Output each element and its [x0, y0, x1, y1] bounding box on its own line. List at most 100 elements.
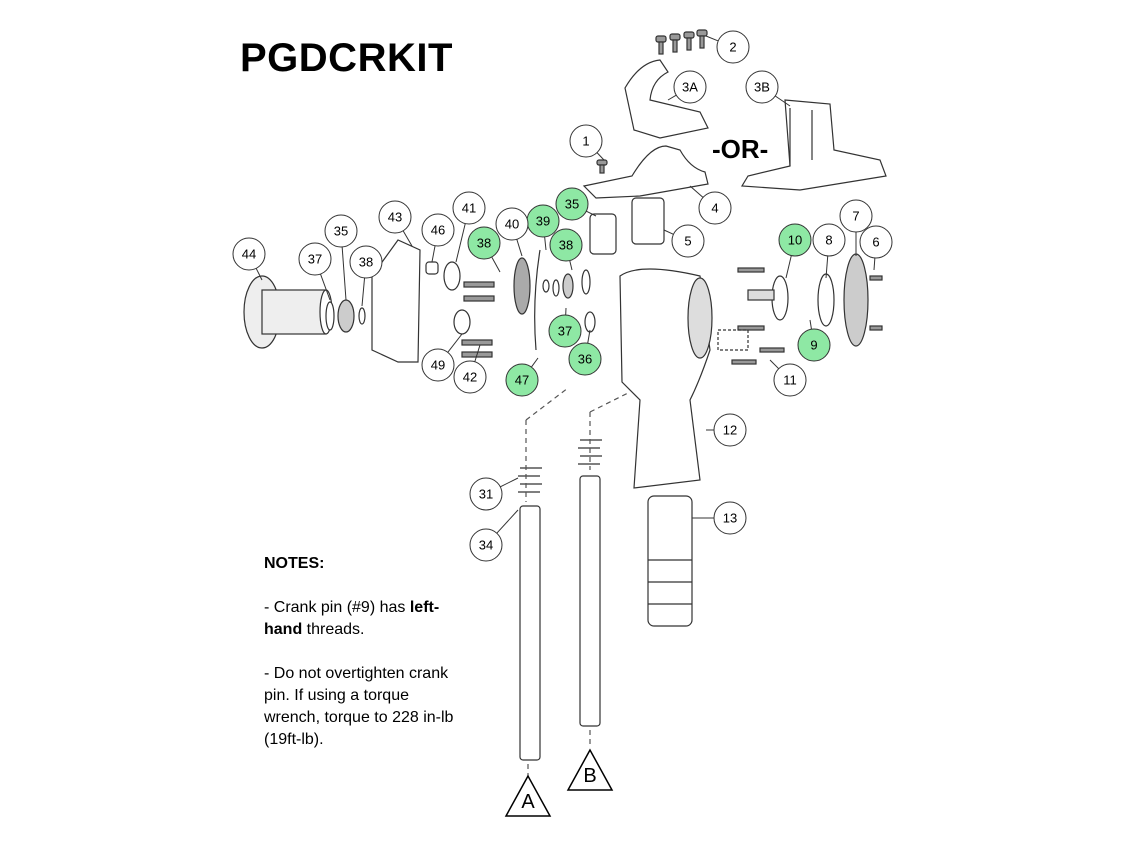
- callout-37-15: 37: [298, 242, 332, 301]
- callout-label: 8: [825, 233, 832, 248]
- callout-circle: [812, 223, 846, 257]
- callout-label: 5: [684, 234, 691, 249]
- callout-leader: [587, 329, 591, 344]
- callout-circle: [232, 237, 266, 271]
- gear-40: [513, 257, 531, 315]
- callout-39-7: 39: [526, 204, 560, 251]
- callout-label: 31: [479, 487, 493, 502]
- callout-47-22: 47: [505, 357, 539, 397]
- note1-prefix: - Crank pin (#9) has: [264, 599, 406, 616]
- callout-circle: [505, 363, 539, 397]
- callout-leader: [667, 94, 677, 101]
- callout-label: 38: [559, 238, 573, 253]
- callout-label: 39: [536, 214, 550, 229]
- callout-8-24: 8: [812, 223, 846, 279]
- wire-47: [534, 249, 541, 351]
- spring-b: [578, 439, 602, 465]
- callout-leader: [500, 477, 519, 488]
- callout-circle: [797, 328, 831, 362]
- callout-circle: [421, 213, 455, 247]
- callout-leader: [785, 255, 792, 279]
- callout-36-21: 36: [568, 329, 602, 376]
- callout-label: 38: [477, 236, 491, 251]
- callout-circle: [467, 226, 501, 260]
- callout-40-8: 40: [495, 207, 529, 257]
- callout-label: 3A: [682, 80, 698, 95]
- callout-label: 38: [359, 255, 373, 270]
- callout-label: 3B: [754, 80, 770, 95]
- callout-34-32: 34: [469, 509, 519, 562]
- callout-leader: [474, 344, 481, 362]
- tube-34: [519, 505, 541, 761]
- callout-label: 13: [723, 511, 737, 526]
- note-torque: - Do not overtighten crank pin. If using…: [264, 665, 454, 748]
- callout-leader: [516, 239, 523, 257]
- callout-46-12: 46: [421, 213, 455, 263]
- marker-label: A: [521, 791, 535, 813]
- callout-leader: [402, 230, 413, 247]
- note1-bold: left-hand: [264, 599, 440, 638]
- callout-circle: [778, 223, 812, 257]
- callout-label: 49: [431, 358, 445, 373]
- callout-38-11: 38: [549, 228, 583, 271]
- callout-leader: [531, 357, 539, 368]
- diagram-title: PGDCRKIT: [240, 36, 453, 80]
- callout-label: 44: [242, 247, 256, 262]
- marker-layer: AB: [504, 748, 614, 817]
- spring-31: [518, 467, 542, 493]
- callout-label: 43: [388, 210, 402, 225]
- callout-circle: [495, 207, 529, 241]
- callout-circle: [859, 225, 893, 259]
- marker-a: A: [504, 774, 552, 817]
- callout-leader: [596, 152, 605, 161]
- callout-label: 4: [711, 201, 718, 216]
- notes-heading: NOTES:: [264, 555, 325, 572]
- callout-leader: [341, 246, 347, 301]
- callout-circle: [378, 200, 412, 234]
- screws-2: [655, 29, 708, 55]
- callout-leader: [774, 95, 791, 107]
- callout-circle: [568, 342, 602, 376]
- callout-label: 34: [479, 538, 493, 553]
- callout-circle: [452, 191, 486, 225]
- callout-label: 1: [582, 134, 589, 149]
- callout-circle: [555, 187, 589, 221]
- callout-label: 35: [334, 224, 348, 239]
- callout-4-4: 4: [689, 185, 732, 225]
- callout-13-30: 13: [692, 501, 747, 535]
- callout-leader: [569, 260, 573, 271]
- callout-leader: [544, 236, 547, 251]
- callout-leader: [689, 185, 704, 198]
- callout-31-31: 31: [469, 477, 519, 511]
- callout-leader: [455, 223, 466, 263]
- callout-41-9: 41: [452, 191, 486, 263]
- callout-circle: [548, 314, 582, 348]
- callout-1-3: 1: [569, 124, 605, 161]
- callout-leader: [491, 256, 501, 273]
- callout-label: 47: [515, 373, 529, 388]
- callout-label: 7: [852, 209, 859, 224]
- callout-label: 10: [788, 233, 802, 248]
- callout-circle: [349, 245, 383, 279]
- callout-label: 9: [810, 338, 817, 353]
- callout-label: 6: [872, 235, 879, 250]
- callout-38-10: 38: [467, 226, 501, 273]
- callout-label: 37: [308, 252, 322, 267]
- callout-label: 35: [565, 197, 579, 212]
- callout-leader: [809, 319, 812, 330]
- callout-leader: [825, 255, 829, 279]
- callout-circle: [673, 70, 707, 104]
- callout-10-23: 10: [778, 223, 812, 279]
- callout-leader: [705, 35, 719, 42]
- callout-circle: [298, 242, 332, 276]
- callout-leader: [586, 210, 597, 217]
- callout-leader: [663, 229, 674, 235]
- callout-43-13: 43: [378, 200, 413, 247]
- callout-circle: [773, 363, 807, 397]
- callout-leader: [873, 257, 876, 271]
- callout-label: 41: [462, 201, 476, 216]
- bracket-3b: [740, 99, 887, 191]
- callout-6-26: 6: [859, 225, 893, 271]
- marker-b: B: [566, 748, 614, 791]
- plate-43: [371, 239, 421, 363]
